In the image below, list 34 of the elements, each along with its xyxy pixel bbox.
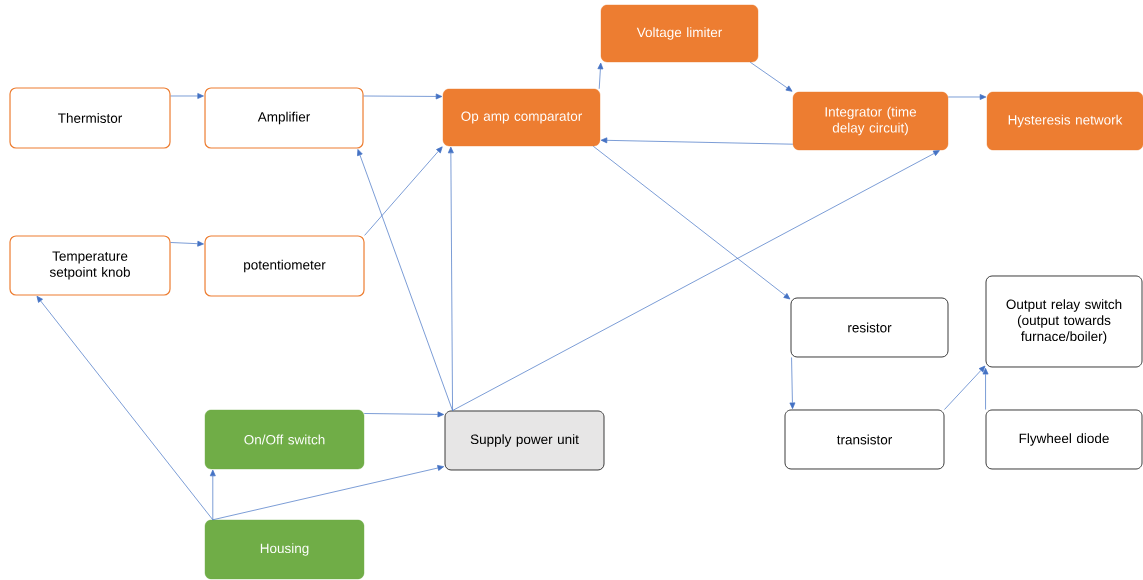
process-box: Op amp comparator bbox=[442, 88, 601, 147]
arrow bbox=[36, 295, 214, 521]
process-box: potentiometer bbox=[204, 235, 365, 297]
arrow bbox=[170, 93, 204, 99]
process-box: On/Off switch bbox=[204, 409, 365, 470]
arrow bbox=[212, 465, 445, 521]
arrow bbox=[452, 150, 940, 411]
arrow bbox=[363, 411, 445, 418]
component-box: Flywheel diode bbox=[985, 409, 1143, 470]
process-box: Integrator (time delay circuit) bbox=[792, 91, 949, 151]
process-box: Thermistor bbox=[9, 87, 171, 149]
arrow bbox=[944, 365, 986, 410]
arrow bbox=[600, 137, 794, 145]
arrow bbox=[209, 469, 216, 521]
arrow bbox=[749, 61, 793, 92]
component-box: resistor bbox=[790, 297, 949, 358]
component-box: Output relay switch (output towards furnace/boiler) bbox=[985, 275, 1143, 368]
process-box: Hysteresis network bbox=[986, 91, 1143, 151]
arrow bbox=[364, 146, 443, 236]
arrow bbox=[357, 149, 453, 411]
process-box: Amplifier bbox=[204, 87, 364, 149]
process-box: Housing bbox=[204, 519, 365, 580]
process-box: Temperature setpoint knob bbox=[9, 235, 171, 296]
arrow bbox=[363, 93, 443, 100]
arrow bbox=[447, 146, 454, 411]
process-box: Voltage limiter bbox=[600, 4, 759, 63]
arrow bbox=[592, 145, 791, 300]
arrow bbox=[982, 367, 989, 410]
arrow bbox=[947, 94, 987, 100]
arrow bbox=[597, 62, 604, 90]
arrow bbox=[789, 357, 796, 409]
process-box: Supply power unit bbox=[444, 410, 605, 471]
component-box: transistor bbox=[784, 409, 945, 470]
arrow bbox=[170, 240, 204, 247]
